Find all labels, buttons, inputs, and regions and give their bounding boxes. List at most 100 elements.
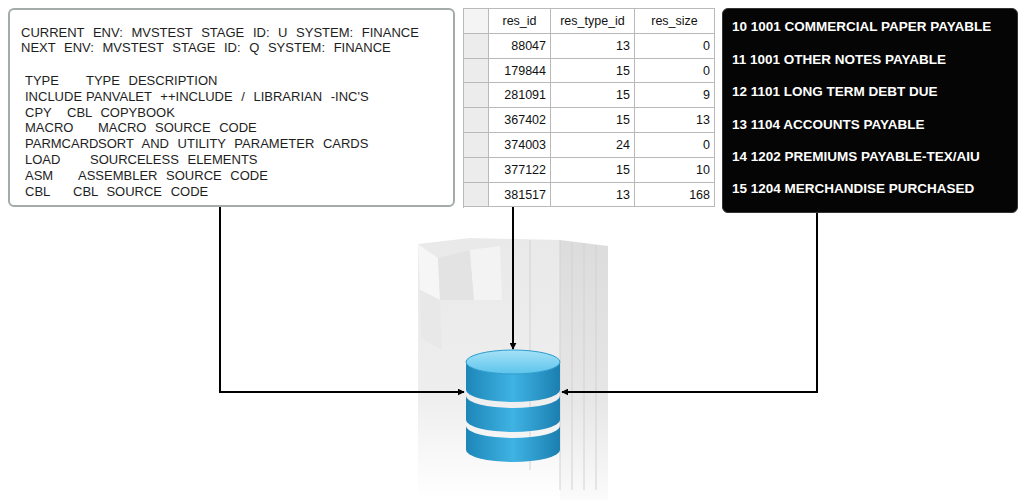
- panel-line: CBL SOURCE CODE: [73, 184, 208, 200]
- table-value: 13: [616, 39, 630, 53]
- table-cell: 377122: [489, 158, 551, 183]
- flow-arrows: [220, 207, 817, 392]
- table-value: 15: [616, 113, 630, 127]
- table-value: 13: [616, 188, 630, 202]
- table-value: 10: [696, 163, 710, 177]
- table-value: 15: [616, 88, 630, 102]
- table-cell: 88047: [489, 34, 551, 59]
- row-index-cell: [464, 158, 489, 183]
- database-disk: [466, 426, 560, 462]
- table-cell: 179844: [489, 59, 551, 84]
- table-cell: 0: [635, 133, 715, 158]
- table-cell: 13: [635, 108, 715, 133]
- database-disk: [466, 396, 560, 432]
- row-index-cell: [464, 183, 489, 208]
- table-cell: 381517: [489, 183, 551, 208]
- row-index-cell: [464, 108, 489, 133]
- account-line: 14 1202 PREMIUMS PAYABLE-TEX/AIU: [732, 148, 980, 166]
- table-value: 0: [703, 39, 710, 53]
- environment-panel: CURRENT ENV: MVSTEST STAGE ID: U SYSTEM:…: [8, 8, 455, 207]
- panel-line: NEXT ENV: MVSTEST STAGE ID: Q SYSTEM: FI…: [21, 40, 391, 56]
- panel-line: TYPE: [25, 73, 59, 89]
- table-value: 9: [703, 88, 710, 102]
- row-index-cell: [464, 34, 489, 59]
- table-value: 88047: [511, 39, 546, 53]
- account-line: 11 1001 OTHER NOTES PAYABLE: [732, 51, 946, 69]
- table-cell: 15: [551, 108, 635, 133]
- row-index-cell: [464, 83, 489, 108]
- table-cell: 367402: [489, 108, 551, 133]
- building-side: [560, 240, 608, 500]
- panel-line: CBL COPYBOOK: [67, 105, 175, 121]
- table-cell: 0: [635, 59, 715, 84]
- account-line: 13 1104 ACCOUNTS PAYABLE: [732, 116, 925, 134]
- panel-line: CBL: [25, 184, 50, 200]
- account-list-panel: 10 1001 COMMERCIAL PAPER PAYABLE 11 1001 …: [722, 8, 1018, 213]
- table-value: 15: [616, 64, 630, 78]
- table-value: 377122: [504, 163, 546, 177]
- flow-arrow: [220, 207, 464, 392]
- building-front: [418, 238, 560, 500]
- building-facet: [418, 244, 440, 300]
- table-cell: 9: [635, 83, 715, 108]
- building-facet: [438, 250, 474, 300]
- row-index-cell: [464, 9, 489, 34]
- table-value: 15: [616, 163, 630, 177]
- panel-line: SOURCELESS ELEMENTS: [90, 152, 258, 168]
- table-cell: 15: [551, 158, 635, 183]
- panel-line: TYPE DESCRIPTION: [86, 73, 217, 89]
- resource-table: res_idres_type_idres_size 88047 13 0 179844 1…: [463, 8, 715, 208]
- table-cell: 15: [551, 59, 635, 84]
- panel-line: PARMCARD: [25, 136, 98, 152]
- table-value: 0: [703, 64, 710, 78]
- table-header-cell: res_type_id: [551, 9, 635, 34]
- building-panel-lines: [530, 240, 596, 490]
- table-value: 24: [616, 138, 630, 152]
- column-header: res_size: [635, 14, 714, 28]
- table-cell: 0: [635, 34, 715, 59]
- panel-line: PANVALET ++INCLUDE / LIBRARIAN -INC'S: [86, 89, 369, 105]
- flow-arrow: [562, 213, 817, 392]
- panel-line: INCLUDE: [25, 89, 82, 105]
- table-cell: 10: [635, 158, 715, 183]
- column-header: res_id: [489, 14, 550, 28]
- panel-line: MACRO: [25, 120, 73, 136]
- panel-line: CPY: [25, 105, 52, 121]
- table-value: 374003: [504, 138, 546, 152]
- panel-line: ASSEMBLER SOURCE CODE: [78, 168, 268, 184]
- table-value: 179844: [504, 64, 546, 78]
- table-cell: 168: [635, 183, 715, 208]
- flow-arrow: [512, 207, 514, 349]
- table-value: 381517: [504, 188, 546, 202]
- table-cell: 374003: [489, 133, 551, 158]
- table-value: 367402: [504, 113, 546, 127]
- panel-line: CURRENT ENV: MVSTEST STAGE ID: U SYSTEM:…: [21, 25, 419, 41]
- table-cell: 15: [551, 83, 635, 108]
- table-value: 281091: [504, 88, 546, 102]
- column-header: res_type_id: [551, 14, 634, 28]
- table-value: 168: [689, 188, 710, 202]
- panel-line: MACRO SOURCE CODE: [98, 120, 257, 136]
- panel-line: SORT AND UTILITY PARAMETER CARDS: [98, 136, 368, 152]
- account-line: 10 1001 COMMERCIAL PAPER PAYABLE: [732, 18, 991, 36]
- building-facet: [470, 246, 502, 300]
- panel-line: ASM: [25, 168, 53, 184]
- account-line: 12 1101 LONG TERM DEBT DUE: [732, 83, 938, 101]
- panel-line: LOAD: [25, 152, 60, 168]
- database-disk: [466, 362, 560, 402]
- table-header-cell: res_id: [489, 9, 551, 34]
- table-value: 13: [696, 113, 710, 127]
- row-index-cell: [464, 59, 489, 84]
- table-cell: 13: [551, 34, 635, 59]
- table-value: 0: [703, 138, 710, 152]
- building-facet: [420, 290, 442, 350]
- row-index-cell: [464, 133, 489, 158]
- account-line: 15 1204 MERCHANDISE PURCHASED: [732, 180, 974, 198]
- server-building: [418, 238, 608, 500]
- table-cell: 281091: [489, 83, 551, 108]
- database-top: [466, 350, 560, 374]
- table-cell: 24: [551, 133, 635, 158]
- table-cell: 13: [551, 183, 635, 208]
- table-header-cell: res_size: [635, 9, 715, 34]
- database-icon: [466, 350, 560, 462]
